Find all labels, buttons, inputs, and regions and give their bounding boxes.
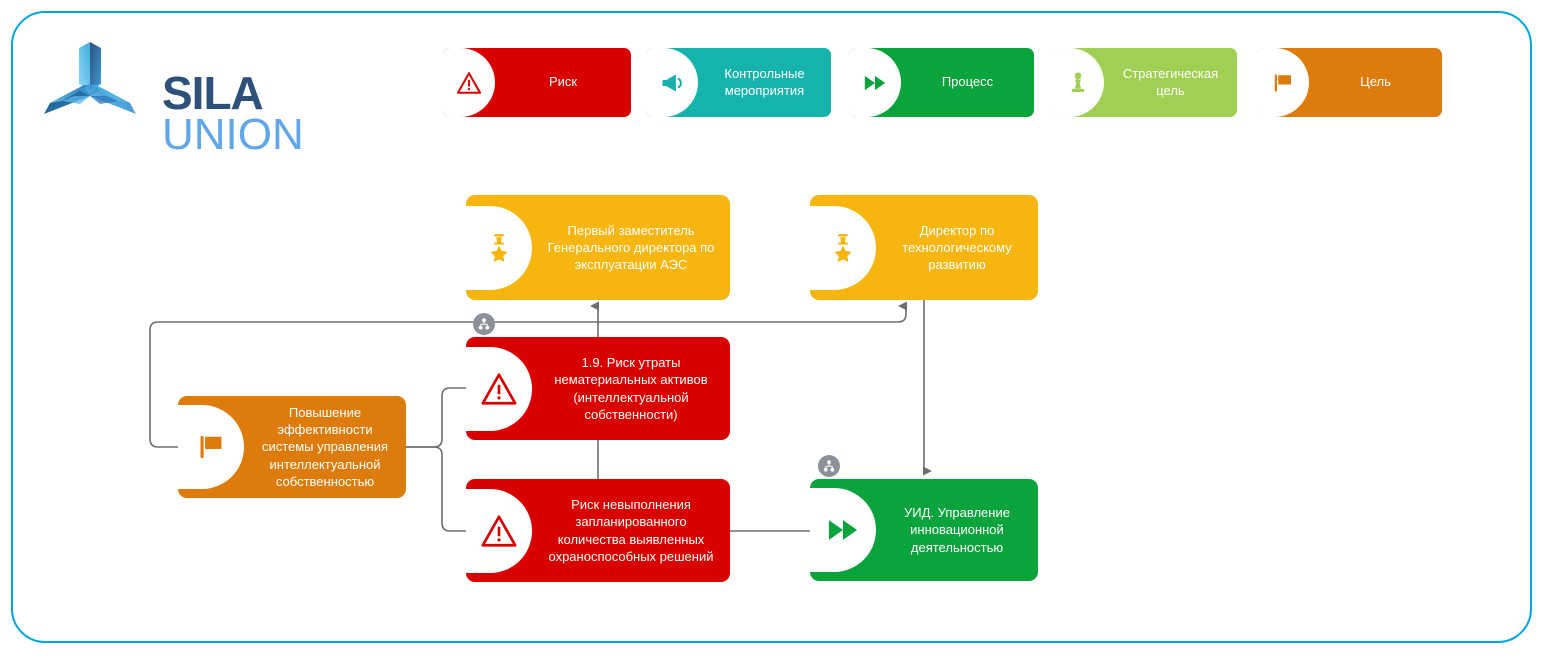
hierarchy-icon[interactable] bbox=[818, 455, 840, 477]
hierarchy-icon[interactable] bbox=[473, 313, 495, 335]
legend-label-strategic-goal: Стратегическая цель bbox=[1122, 66, 1219, 98]
sila-union-logo: SILA UNION bbox=[40, 38, 304, 157]
medal-star-icon bbox=[466, 205, 532, 290]
legend-label-control-measures: Контрольные мероприятия bbox=[724, 66, 805, 98]
node-deputy-ceo[interactable]: Первый заместитель Генерального директор… bbox=[466, 195, 730, 300]
node-label-process-innovation: УИД. Управление инновационной деятельнос… bbox=[904, 505, 1010, 555]
legend-item-process[interactable]: Процесс bbox=[849, 48, 1034, 117]
legend-label-goal: Цель bbox=[1360, 74, 1391, 90]
node-label-tech-director: Директор по технологическому развитию bbox=[902, 222, 1012, 273]
warning-triangle-icon bbox=[466, 346, 532, 431]
fast-forward-icon bbox=[849, 48, 901, 117]
node-process-innovation[interactable]: УИД. Управление инновационной деятельнос… bbox=[810, 479, 1038, 581]
megaphone-icon bbox=[646, 48, 698, 117]
logo-text-sila: SILA bbox=[162, 67, 264, 119]
legend-item-risk[interactable]: Риск bbox=[443, 48, 631, 117]
node-risk-unfulfilled-solutions[interactable]: Риск невыполнения запланированного колич… bbox=[466, 479, 730, 582]
legend-item-strategic-goal[interactable]: Стратегическая цель bbox=[1052, 48, 1237, 117]
logo-text-union: UNION bbox=[162, 110, 304, 159]
medal-star-icon bbox=[810, 205, 876, 290]
node-risk-intangible-assets[interactable]: 1.9. Риск утраты нематериальных активов … bbox=[466, 337, 730, 440]
legend-item-control-measures[interactable]: Контрольные мероприятия bbox=[646, 48, 831, 117]
legend-label-process: Процесс bbox=[941, 74, 994, 90]
node-label-goal-ip-management: Повышение эффективности системы управлен… bbox=[261, 405, 389, 489]
legend-label-risk: Риск bbox=[548, 74, 578, 90]
warning-triangle-icon bbox=[466, 488, 532, 573]
node-tech-director[interactable]: Директор по технологическому развитию bbox=[810, 195, 1038, 300]
propeller-mark-icon bbox=[44, 42, 136, 114]
warning-triangle-icon bbox=[443, 48, 495, 117]
node-label-risk-unfulfilled-solutions: Риск невыполнения запланированного колич… bbox=[548, 497, 714, 564]
node-label-risk-intangible-assets: 1.9. Риск утраты нематериальных активов … bbox=[554, 355, 708, 422]
chess-pawn-icon bbox=[1052, 48, 1104, 117]
fast-forward-icon bbox=[810, 488, 876, 572]
flag-icon bbox=[1257, 48, 1309, 117]
node-goal-ip-management[interactable]: Повышение эффективности системы управлен… bbox=[178, 396, 406, 498]
legend-item-goal[interactable]: Цель bbox=[1257, 48, 1442, 117]
node-label-deputy-ceo: Первый заместитель Генерального директор… bbox=[547, 222, 715, 273]
flag-icon bbox=[178, 405, 244, 489]
